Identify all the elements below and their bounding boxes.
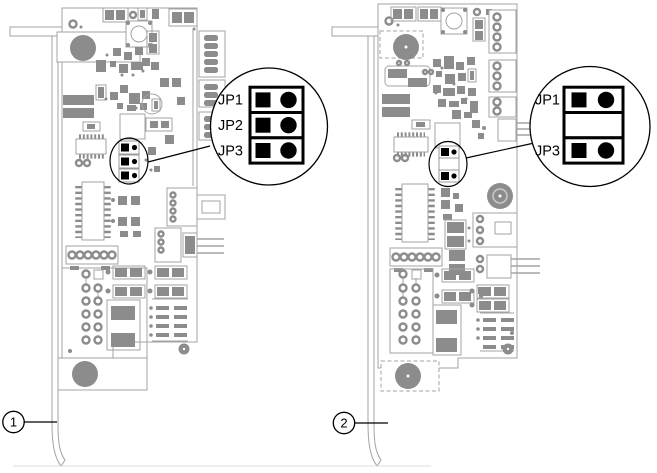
jumper-highlight-circle-2 bbox=[428, 140, 468, 188]
jumper-highlight-circle-1 bbox=[109, 137, 149, 185]
jp1-label-board2: JP1 bbox=[535, 93, 560, 109]
callout-1-label: 1 bbox=[10, 415, 17, 430]
magnifier-1-jp1-jumper bbox=[255, 91, 297, 109]
jumper-2-jp1 bbox=[441, 148, 457, 156]
jumper-2-jp3 bbox=[441, 172, 457, 180]
leader-line-1 bbox=[147, 145, 211, 163]
magnifier-1: JP1 JP2 JP3 bbox=[209, 67, 329, 186]
callout-1: 1 bbox=[2, 410, 57, 434]
board-assembly-2 bbox=[331, 3, 540, 467]
magnifier-2-jp3-jumper bbox=[571, 142, 615, 159]
jumper-1-jp2 bbox=[121, 157, 138, 166]
magnifier-2: JP1 JP3 bbox=[529, 65, 651, 188]
magnifier-1-jp2-jumper bbox=[255, 117, 297, 134]
bracket-2 bbox=[331, 26, 382, 467]
jp2-label-board1: JP2 bbox=[218, 118, 243, 134]
jumper-1-jp3 bbox=[121, 171, 138, 180]
leader-line-2 bbox=[465, 142, 533, 159]
callout-2-label: 2 bbox=[340, 416, 347, 431]
bracket-1 bbox=[9, 26, 66, 467]
jp1-label-board1: JP1 bbox=[218, 93, 243, 109]
board-assembly-1 bbox=[9, 7, 226, 467]
jumper-block-1 bbox=[109, 137, 149, 185]
jumper-1-jp1 bbox=[121, 143, 138, 152]
jumper-block-2 bbox=[428, 140, 468, 188]
jp3-label-board1: JP3 bbox=[218, 143, 243, 159]
pcb-2-components bbox=[379, 6, 540, 356]
magnifier-2-jp1-jumper bbox=[571, 91, 615, 109]
jp3-label-board2: JP3 bbox=[535, 143, 560, 159]
magnifier-1-jp3-jumper bbox=[255, 142, 297, 159]
callout-2: 2 bbox=[332, 411, 388, 435]
